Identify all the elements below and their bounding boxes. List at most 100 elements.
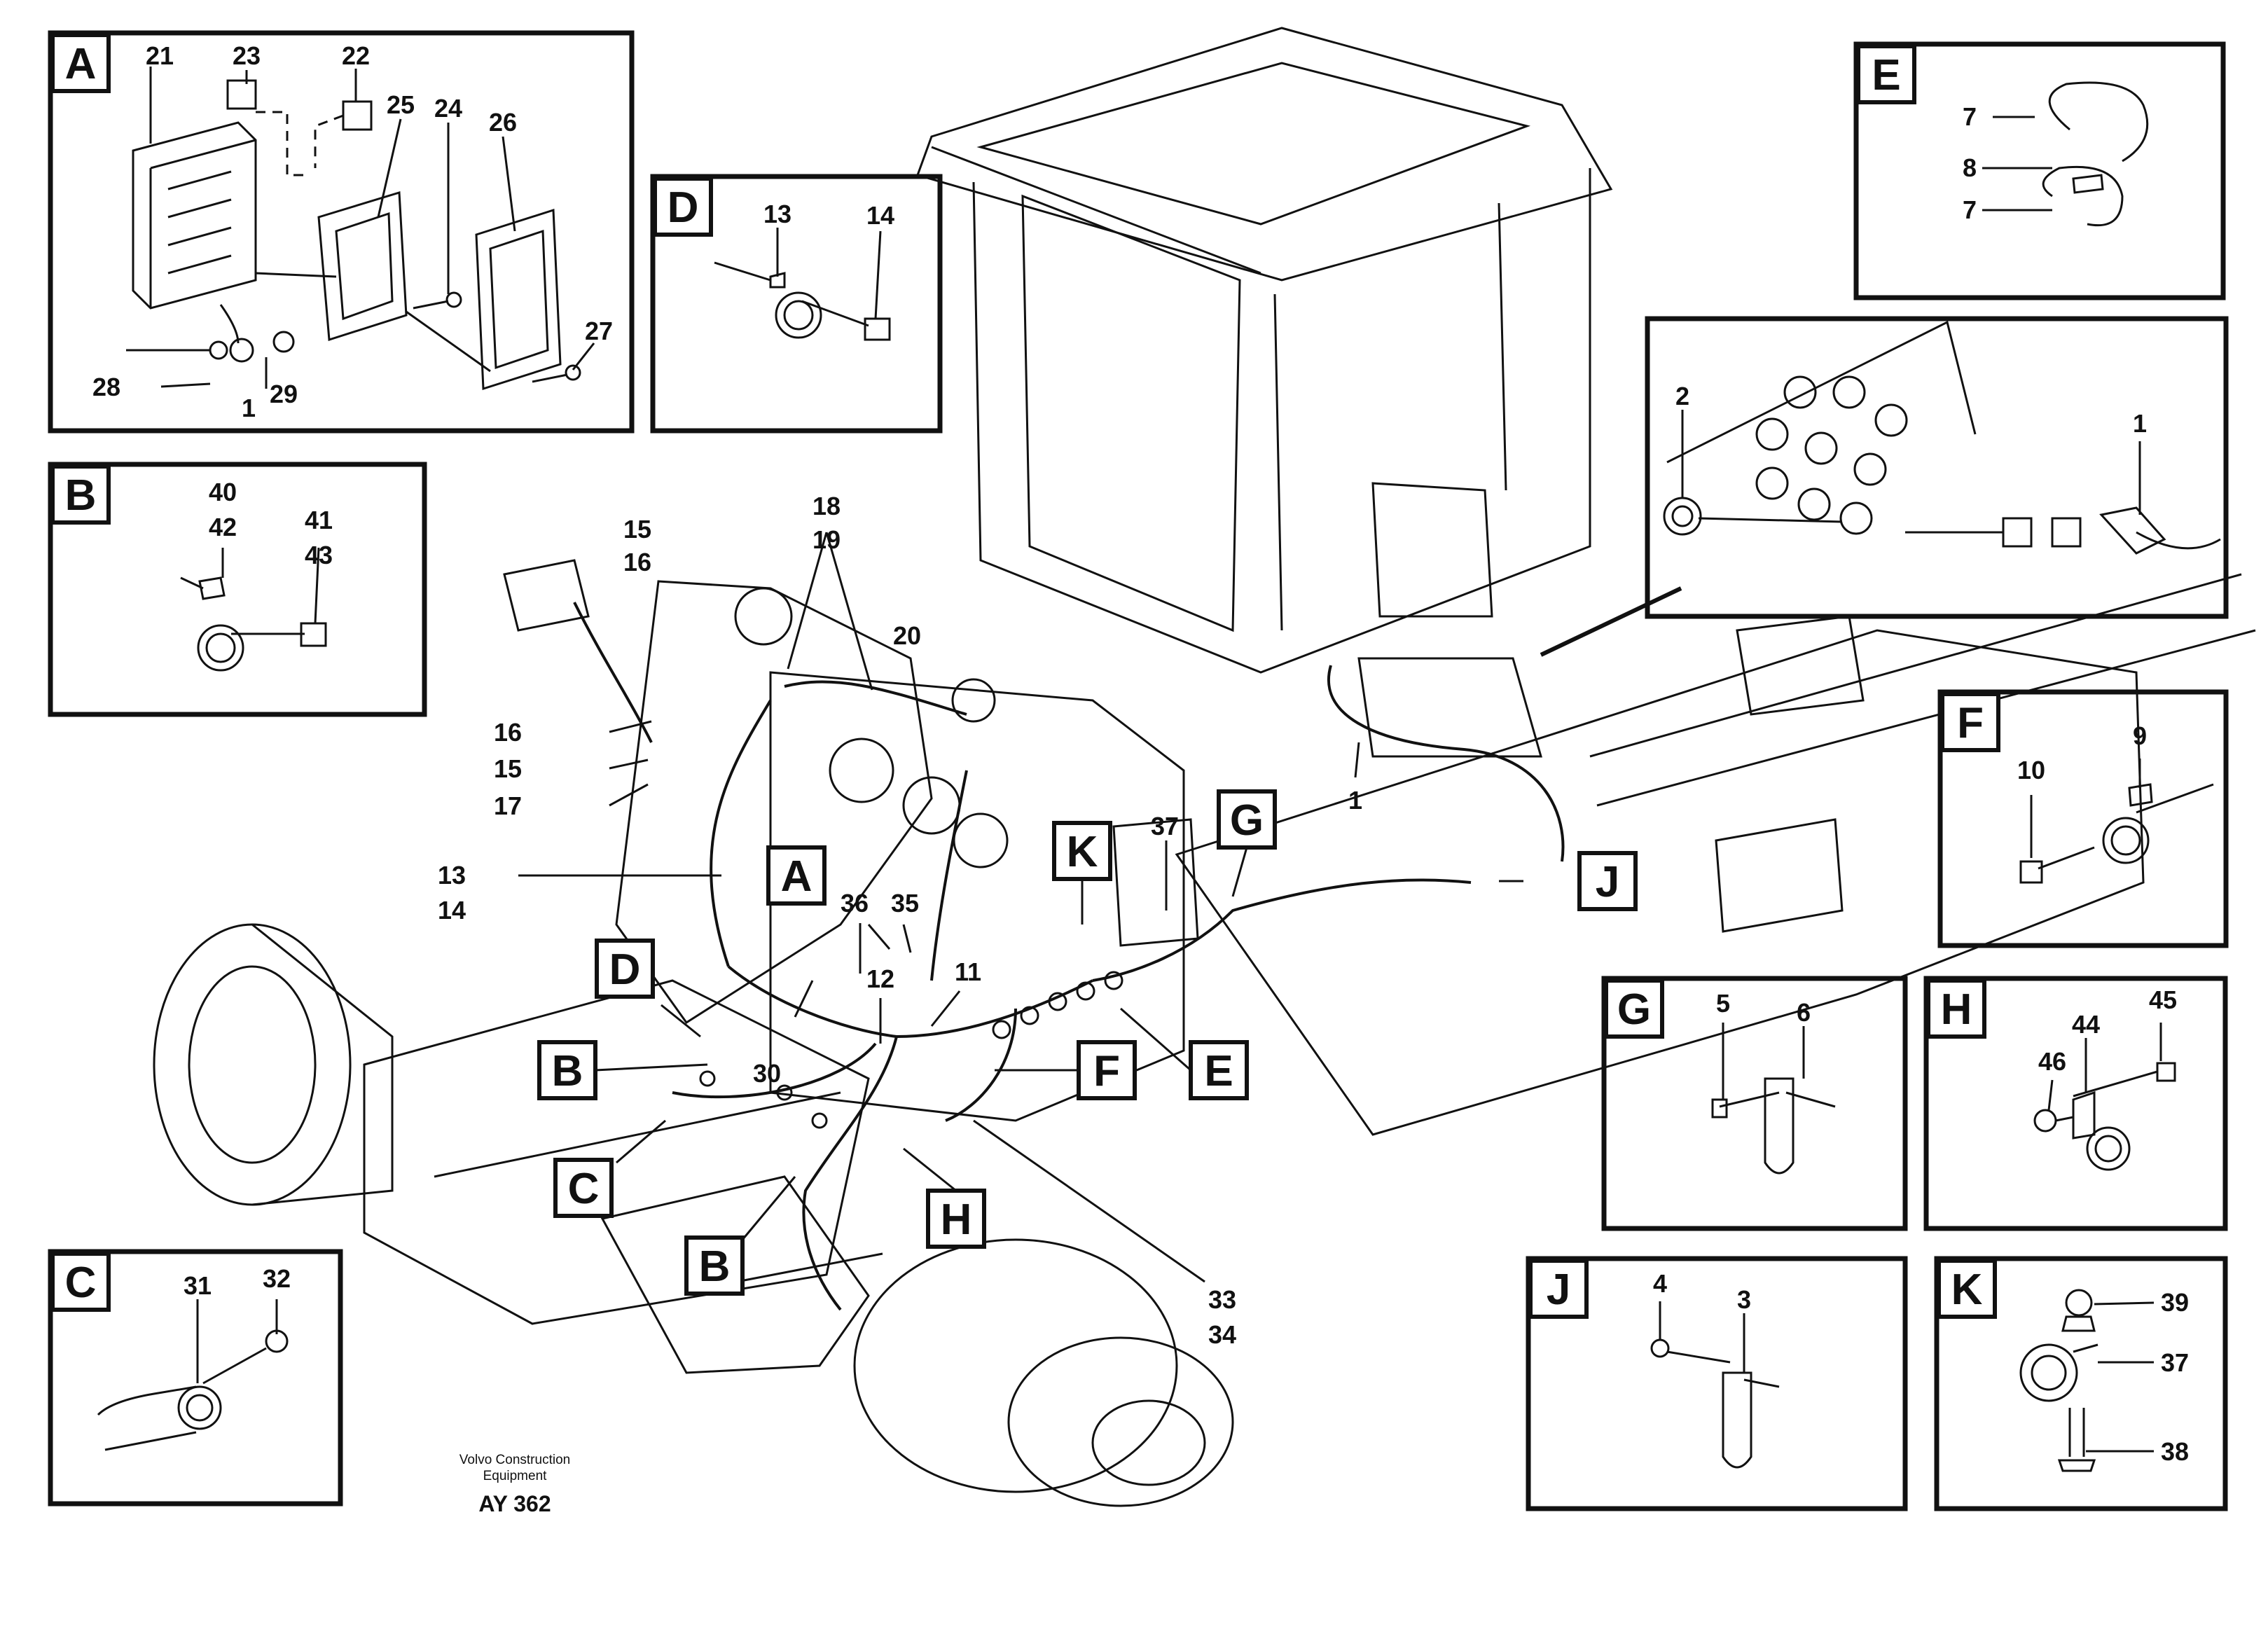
callout-35: 35 bbox=[891, 889, 919, 918]
part-45: 45 bbox=[2149, 985, 2177, 1014]
part-39: 39 bbox=[2161, 1288, 2189, 1317]
panel-D-numbers: 13 14 bbox=[763, 200, 894, 230]
callout-19: 19 bbox=[813, 525, 841, 554]
callout-1: 1 bbox=[1348, 786, 1362, 815]
panel-E-numbers: 7 8 7 bbox=[1963, 102, 1977, 224]
part-5: 5 bbox=[1716, 989, 1730, 1018]
part-10: 10 bbox=[2017, 756, 2045, 784]
callout-37: 37 bbox=[1151, 812, 1179, 840]
part-7-bottom: 7 bbox=[1963, 195, 1977, 224]
panel-illustrations bbox=[97, 79, 2221, 1472]
callout-30: 30 bbox=[753, 1059, 781, 1088]
part-26: 26 bbox=[489, 108, 517, 137]
callout-34: 34 bbox=[1208, 1320, 1236, 1349]
main-letter-J: J bbox=[1596, 858, 1619, 906]
part-38: 38 bbox=[2161, 1437, 2189, 1466]
main-leader-lines bbox=[518, 532, 1682, 1283]
part-1-A: 1 bbox=[242, 394, 256, 422]
part-46: 46 bbox=[2038, 1047, 2066, 1076]
callout-20: 20 bbox=[893, 621, 921, 650]
panel-letter-K: K bbox=[1951, 1266, 1983, 1314]
main-letter-C: C bbox=[568, 1165, 600, 1213]
panel-A-numbers: 21 23 22 25 24 26 27 28 1 29 bbox=[92, 41, 613, 422]
credit-line-2: Equipment bbox=[483, 1469, 548, 1483]
panel-letter-J: J bbox=[1547, 1266, 1570, 1314]
panel-H-numbers: 45 46 44 bbox=[2038, 985, 2177, 1076]
part-40: 40 bbox=[209, 478, 237, 506]
part-31: 31 bbox=[184, 1271, 212, 1300]
part-4: 4 bbox=[1653, 1269, 1667, 1298]
part-44: 44 bbox=[2072, 1010, 2100, 1039]
panel-K-numbers: 39 37 38 bbox=[2161, 1288, 2189, 1466]
part-1-detail: 1 bbox=[2133, 409, 2147, 438]
part-9: 9 bbox=[2133, 721, 2147, 750]
main-machine-drawing bbox=[153, 27, 2256, 1507]
part-13: 13 bbox=[763, 200, 791, 228]
panel-letter-H: H bbox=[1941, 985, 1972, 1034]
callout-18: 18 bbox=[813, 492, 841, 520]
callout-15-top: 15 bbox=[623, 515, 651, 544]
drawing-code: AY 362 bbox=[478, 1491, 551, 1516]
panel-B-numbers: 40 42 41 43 bbox=[209, 478, 333, 569]
panel-F-numbers: 10 9 bbox=[2017, 721, 2147, 784]
part-3: 3 bbox=[1737, 1285, 1751, 1314]
panel-letter-B: B bbox=[65, 471, 97, 520]
part-37-K: 37 bbox=[2161, 1348, 2189, 1377]
main-letter-D: D bbox=[609, 946, 641, 994]
part-22: 22 bbox=[342, 41, 370, 70]
main-letter-A: A bbox=[781, 852, 813, 901]
panel-letter-G: G bbox=[1617, 985, 1651, 1034]
callout-36: 36 bbox=[841, 889, 869, 918]
panel-detail-numbers: 2 1 bbox=[1675, 382, 2147, 438]
part-32: 32 bbox=[263, 1264, 291, 1293]
main-letter-B: B bbox=[552, 1047, 583, 1095]
part-6: 6 bbox=[1797, 998, 1811, 1027]
panel-J-numbers: 4 3 bbox=[1653, 1269, 1751, 1314]
main-letter-H: H bbox=[941, 1196, 972, 1244]
part-8: 8 bbox=[1963, 153, 1977, 182]
callout-16-top: 16 bbox=[623, 548, 651, 576]
credit-line-1: Volvo Construction bbox=[459, 1453, 570, 1467]
callout-16: 16 bbox=[494, 718, 522, 747]
main-letter-K: K bbox=[1067, 828, 1098, 876]
part-14: 14 bbox=[866, 201, 894, 230]
panel-C-numbers: 31 32 bbox=[184, 1264, 291, 1300]
panel-frames bbox=[48, 30, 2229, 1511]
part-28: 28 bbox=[92, 373, 120, 401]
callout-12: 12 bbox=[866, 964, 894, 993]
panel-letter-A: A bbox=[65, 40, 97, 88]
main-letter-E: E bbox=[1204, 1047, 1233, 1095]
panel-letters: A B C D E F G H J K bbox=[65, 40, 1984, 1314]
callout-17: 17 bbox=[494, 791, 522, 820]
panel-leader-lines bbox=[149, 67, 2162, 1453]
part-41: 41 bbox=[305, 506, 333, 534]
part-2: 2 bbox=[1675, 382, 1689, 410]
main-letters: A D B C B F E H G K J bbox=[552, 796, 1620, 1291]
part-24: 24 bbox=[434, 94, 462, 123]
part-25: 25 bbox=[387, 90, 415, 119]
main-letter-B-lower: B bbox=[699, 1242, 731, 1291]
panel-letter-C: C bbox=[65, 1259, 97, 1307]
main-letter-F: F bbox=[1093, 1047, 1120, 1095]
panel-letter-D: D bbox=[668, 184, 699, 232]
part-7-top: 7 bbox=[1963, 102, 1977, 131]
callout-13: 13 bbox=[438, 861, 466, 889]
main-letter-G: G bbox=[1230, 796, 1264, 845]
panel-letter-F: F bbox=[1957, 699, 1984, 747]
part-23: 23 bbox=[233, 41, 261, 70]
letter-tag-boxes bbox=[50, 33, 2000, 1319]
part-43: 43 bbox=[305, 541, 333, 569]
part-29: 29 bbox=[270, 380, 298, 408]
part-42: 42 bbox=[209, 513, 237, 541]
callout-14: 14 bbox=[438, 896, 466, 925]
credit-block: Volvo Construction Equipment AY 362 bbox=[459, 1453, 570, 1516]
panel-letter-E: E bbox=[1872, 51, 1900, 99]
callout-11: 11 bbox=[955, 957, 981, 986]
panel-G-numbers: 5 6 bbox=[1716, 989, 1811, 1027]
part-27: 27 bbox=[585, 317, 613, 345]
main-callout-numbers: 15 16 18 19 20 16 15 17 13 14 1 37 36 35… bbox=[438, 492, 1362, 1349]
part-21: 21 bbox=[146, 41, 174, 70]
callout-33: 33 bbox=[1208, 1285, 1236, 1314]
callout-15: 15 bbox=[494, 754, 522, 783]
